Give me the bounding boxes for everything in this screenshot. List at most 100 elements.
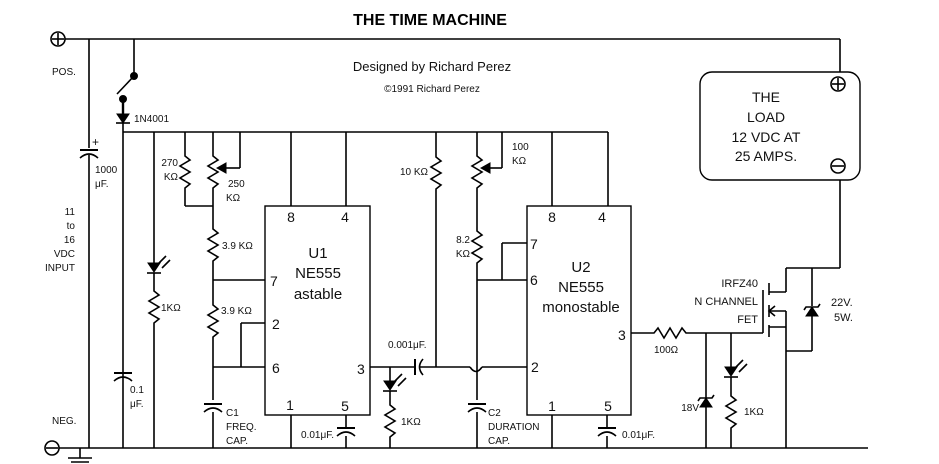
resistor-led2-label: 1KΩ [401, 417, 421, 428]
power-switch-icon [116, 75, 135, 95]
capacitor-u2-control-icon [597, 427, 617, 437]
svg-text:μF.: μF. [95, 179, 109, 190]
u2-pin-5: 5 [604, 398, 612, 414]
led-power-indicator-icon [147, 255, 171, 274]
u2-mode: monostable [542, 299, 620, 316]
wire-crossover [469, 366, 483, 373]
neg-terminal [44, 440, 60, 456]
u1-pin-3: 3 [357, 361, 365, 377]
u2-pin-4: 4 [598, 209, 606, 225]
led-output-indicator-icon [724, 359, 748, 378]
capacitor-u1-control-icon [336, 427, 356, 437]
resistor-gate-100ohm-icon [649, 327, 691, 339]
svg-text:KΩ: KΩ [512, 156, 527, 167]
capacitor-1000uf-label: 1000 μF. [95, 165, 118, 190]
svg-text:CAP.: CAP. [226, 436, 248, 447]
u2-pin-1: 1 [548, 398, 556, 414]
capacitor-u1-control-label: 0.01μF. [301, 430, 334, 441]
load-description: THE LOAD 12 VDC AT 25 AMPS. [732, 89, 801, 164]
u1-pin-6: 6 [272, 360, 280, 376]
zener-22v-label: 22V. 5W. [831, 297, 853, 324]
svg-text:8.2: 8.2 [456, 235, 470, 246]
svg-text:KΩ: KΩ [226, 193, 241, 204]
diode-1n4001-icon [116, 113, 130, 124]
resistor-8.2k-icon [471, 226, 483, 268]
svg-text:100: 100 [512, 142, 529, 153]
u1-pin-2: 2 [272, 316, 280, 332]
capacitor-u2-control-label: 0.01μF. [622, 430, 655, 441]
svg-text:22V.: 22V. [831, 297, 853, 309]
svg-text:KΩ: KΩ [456, 249, 471, 260]
svg-text:250: 250 [228, 179, 245, 190]
svg-text:to: to [67, 221, 76, 232]
u2-pin-2: 2 [531, 359, 539, 375]
designer-credit: Designed by Richard Perez [353, 59, 511, 74]
resistor-led2-icon [384, 400, 396, 442]
zener-18v-label: 18V [681, 403, 699, 414]
u2-pin-6: 6 [530, 272, 538, 288]
svg-text:25 AMPS.: 25 AMPS. [735, 148, 797, 164]
resistor-10k-label: 10 KΩ [400, 167, 429, 178]
resistor-8.2k-label: 8.2 KΩ [456, 235, 471, 260]
mosfet-label: IRFZ40 N CHANNEL FET [694, 278, 758, 326]
svg-text:C2: C2 [488, 408, 501, 419]
svg-text:N CHANNEL: N CHANNEL [694, 296, 758, 308]
ic-u1 [264, 205, 371, 416]
load-negative-terminal-icon [830, 158, 846, 174]
svg-text:1000: 1000 [95, 165, 118, 176]
load-positive-terminal-icon [830, 76, 846, 92]
svg-text:μF.: μF. [130, 399, 144, 410]
svg-text:16: 16 [64, 235, 76, 246]
u2-part: NE555 [558, 279, 604, 296]
diagram-title: THE TIME MACHINE [353, 12, 507, 29]
svg-text:C1: C1 [226, 408, 239, 419]
capacitor-c1-icon [203, 403, 223, 413]
capacitor-c2-label: C2 DURATION CAP. [488, 408, 539, 447]
svg-text:FREQ.: FREQ. [226, 422, 257, 433]
svg-text:IRFZ40: IRFZ40 [721, 278, 758, 290]
resistor-led3-label: 1KΩ [744, 407, 764, 418]
capacitor-0.1uf-label: 0.1 μF. [130, 385, 144, 410]
svg-text:0.1: 0.1 [130, 385, 144, 396]
led-timer-indicator-icon [383, 373, 407, 392]
u2-name: U2 [571, 259, 590, 276]
u1-part: NE555 [295, 265, 341, 282]
svg-text:VDC: VDC [54, 249, 75, 260]
svg-text:DURATION: DURATION [488, 422, 539, 433]
potentiometer-250k-label: 250 KΩ [226, 179, 245, 204]
copyright-notice: ©1991 Richard Perez [384, 84, 480, 95]
pos-label: POS. [52, 67, 76, 78]
resistor-led1-icon [148, 286, 160, 328]
diode-1n4001-label: 1N4001 [134, 114, 169, 125]
capacitor-c2-icon [467, 403, 487, 413]
svg-text:+: + [92, 135, 99, 149]
svg-text:270: 270 [161, 158, 178, 169]
svg-text:INPUT: INPUT [45, 263, 75, 274]
load-box [699, 71, 861, 181]
svg-text:FET: FET [737, 314, 758, 326]
svg-text:12 VDC AT: 12 VDC AT [732, 129, 801, 145]
svg-text:CAP.: CAP. [488, 436, 510, 447]
resistor-3.9k-b-label: 3.9 KΩ [221, 306, 252, 317]
resistor-3.9k-a-label: 3.9 KΩ [222, 241, 253, 252]
u2-pin-7: 7 [530, 236, 538, 252]
u1-pin-8: 8 [287, 209, 295, 225]
u2-pin-8: 8 [548, 209, 556, 225]
u1-pin-5: 5 [341, 398, 349, 414]
u1-pin-1: 1 [286, 397, 294, 413]
capacitor-c1-label: C1 FREQ. CAP. [226, 408, 257, 447]
u1-mode: astable [294, 286, 342, 303]
resistor-270k-icon [179, 151, 191, 193]
u1-pin-7: 7 [270, 273, 278, 289]
svg-text:11: 11 [65, 207, 76, 218]
u1-pin-4: 4 [341, 209, 349, 225]
pos-terminal [50, 31, 66, 47]
coupling-capacitor-icon [414, 358, 424, 376]
svg-text:KΩ: KΩ [164, 172, 179, 183]
svg-text:THE: THE [752, 89, 780, 105]
resistor-3.9k-b-icon [207, 300, 219, 342]
resistor-led1-label: 1KΩ [161, 303, 181, 314]
neg-label: NEG. [52, 416, 76, 427]
resistor-270k-label: 270 KΩ [161, 158, 178, 183]
